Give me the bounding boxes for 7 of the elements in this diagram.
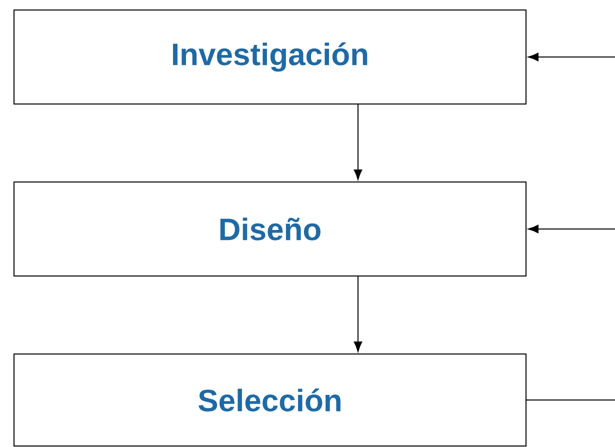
process-box: Investigación bbox=[14, 10, 526, 104]
arrow bbox=[354, 104, 362, 180]
process-box: Selección bbox=[14, 354, 526, 446]
arrow bbox=[354, 276, 362, 352]
arrow bbox=[528, 224, 615, 234]
process-box: Diseño bbox=[14, 182, 526, 276]
arrow bbox=[528, 52, 615, 62]
